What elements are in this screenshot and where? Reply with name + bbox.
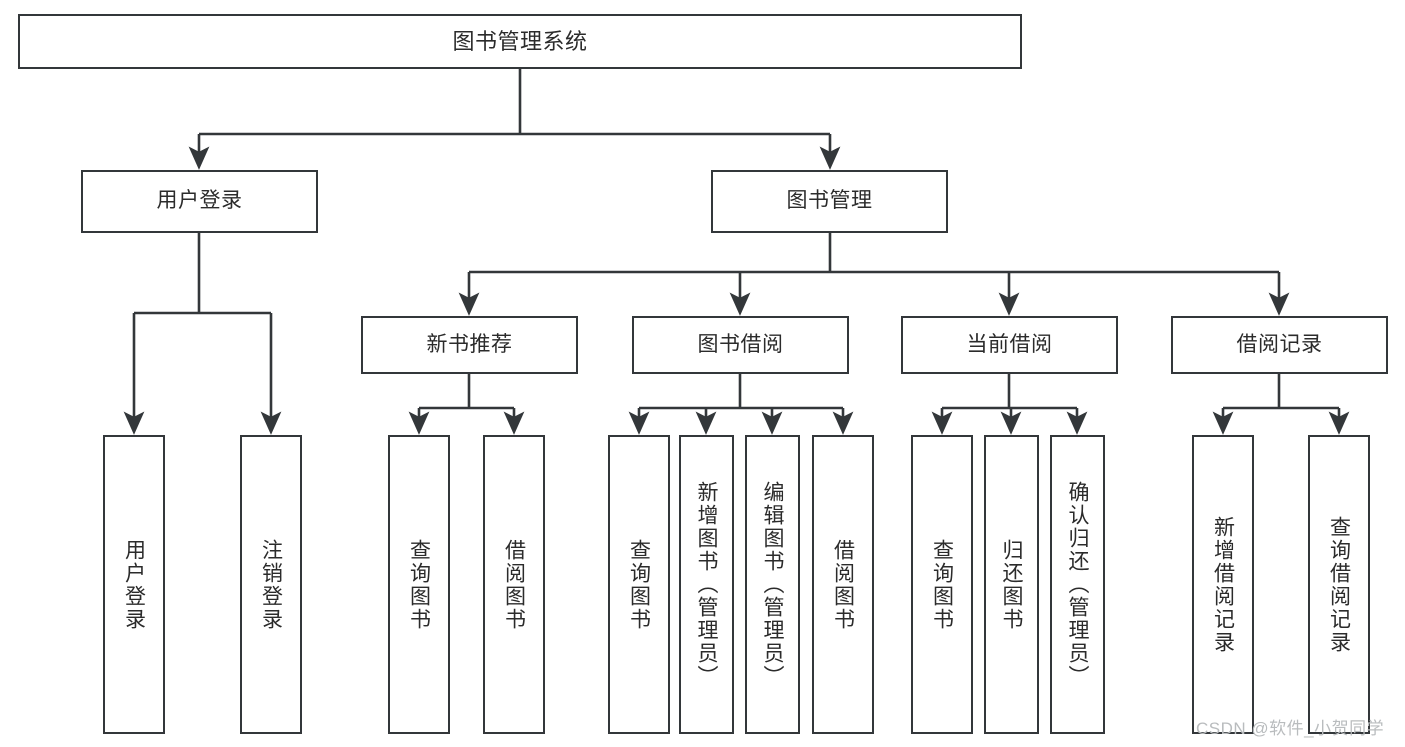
node-book-manage[interactable]: 图书管理 <box>711 170 948 233</box>
node-new-book-rec-label: 新书推荐 <box>426 332 513 356</box>
node-borrow-record-label: 借阅记录 <box>1236 332 1323 356</box>
node-leaf-query-book-1[interactable]: 查询图书 <box>388 435 450 734</box>
node-leaf-logout-label: 注销登录 <box>259 538 283 631</box>
node-leaf-borrow-book-2-label: 借阅图书 <box>831 538 855 631</box>
node-user-login[interactable]: 用户登录 <box>81 170 318 233</box>
node-leaf-return-book-label: 归还图书 <box>1000 538 1023 631</box>
node-leaf-borrow-book-2[interactable]: 借阅图书 <box>812 435 874 734</box>
node-leaf-confirm-return-label: 确认归还（管理员） <box>1066 481 1089 688</box>
node-leaf-add-book-label: 新增图书（管理员） <box>695 481 718 688</box>
node-new-book-rec[interactable]: 新书推荐 <box>361 316 578 374</box>
node-leaf-add-book[interactable]: 新增图书（管理员） <box>679 435 734 734</box>
node-leaf-query-book-2-label: 查询图书 <box>627 538 651 631</box>
node-leaf-query-book-2[interactable]: 查询图书 <box>608 435 670 734</box>
node-leaf-query-record[interactable]: 查询借阅记录 <box>1308 435 1370 734</box>
node-leaf-user-login-label: 用户登录 <box>122 538 146 631</box>
node-leaf-edit-book[interactable]: 编辑图书（管理员） <box>745 435 800 734</box>
node-leaf-return-book[interactable]: 归还图书 <box>984 435 1039 734</box>
node-leaf-logout[interactable]: 注销登录 <box>240 435 302 734</box>
node-borrow-record[interactable]: 借阅记录 <box>1171 316 1388 374</box>
node-book-borrow-label: 图书借阅 <box>697 332 784 356</box>
node-leaf-query-book-3-label: 查询图书 <box>930 538 954 631</box>
node-leaf-add-record[interactable]: 新增借阅记录 <box>1192 435 1254 734</box>
node-leaf-query-record-label: 查询借阅记录 <box>1327 515 1351 654</box>
node-book-borrow[interactable]: 图书借阅 <box>632 316 849 374</box>
node-leaf-add-record-label: 新增借阅记录 <box>1211 515 1235 654</box>
node-leaf-query-book-3[interactable]: 查询图书 <box>911 435 973 734</box>
node-root[interactable]: 图书管理系统 <box>18 14 1022 69</box>
node-leaf-user-login[interactable]: 用户登录 <box>103 435 165 734</box>
node-leaf-borrow-book-1-label: 借阅图书 <box>502 538 526 631</box>
node-leaf-query-book-1-label: 查询图书 <box>407 538 431 631</box>
node-root-label: 图书管理系统 <box>452 28 588 54</box>
node-current-borrow-label: 当前借阅 <box>966 332 1053 356</box>
node-book-manage-label: 图书管理 <box>786 189 873 213</box>
node-leaf-borrow-book-1[interactable]: 借阅图书 <box>483 435 545 734</box>
node-user-login-label: 用户登录 <box>156 189 243 213</box>
node-leaf-confirm-return[interactable]: 确认归还（管理员） <box>1050 435 1105 734</box>
node-leaf-edit-book-label: 编辑图书（管理员） <box>761 481 784 688</box>
node-current-borrow[interactable]: 当前借阅 <box>901 316 1118 374</box>
